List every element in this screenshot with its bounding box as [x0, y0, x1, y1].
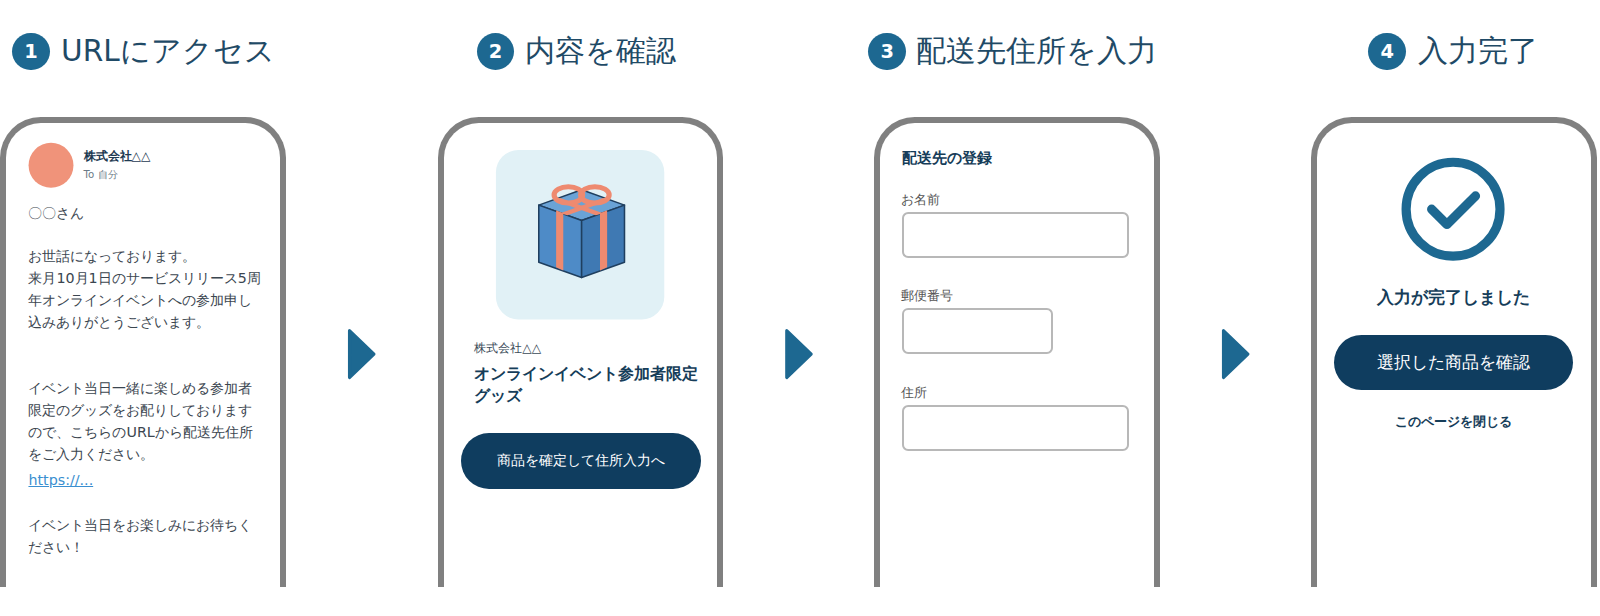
- input-field: 住所: [902, 405, 1130, 451]
- screen-text: イベント当日一緒に楽しめる参加者限定のグッズをお配りしておりますので、こちらのU…: [28, 378, 265, 466]
- arrow-head: [349, 331, 373, 378]
- step-number: 2: [477, 33, 515, 71]
- input-field: お名前: [902, 212, 1130, 258]
- step-number: 4: [1368, 33, 1406, 71]
- avatar-icon: [29, 143, 74, 188]
- gift-illustration: [539, 187, 625, 278]
- step-number: 1: [12, 33, 50, 71]
- step-arrow: [1162, 331, 1309, 378]
- phone-screen: お名前郵便番号住所配送先住所を入力配送先の登録: [874, 117, 1160, 586]
- field-label: 住所: [901, 384, 927, 401]
- screen-text: イベント当日をお楽しみにお待ちください！: [28, 515, 255, 559]
- step-title: 内容を確認: [525, 31, 676, 72]
- screen-text: 配送先の登録: [902, 148, 992, 168]
- step-title: 配送先住所を入力: [916, 31, 1157, 72]
- arrow-head: [1223, 331, 1247, 378]
- screen-text: 〇〇さん: [28, 203, 84, 225]
- field-label: 郵便番号: [901, 287, 953, 304]
- input-field: 郵便番号: [902, 308, 1053, 354]
- step-arrow: [725, 331, 872, 378]
- action-button: 商品を確定して住所入力へ: [461, 433, 701, 489]
- screen-text: To 自分: [84, 168, 118, 182]
- screen-text: https://...: [28, 470, 93, 492]
- step-number-text: 4: [1380, 42, 1393, 61]
- button-label: 選択した商品を確認: [1377, 352, 1530, 373]
- screen-text: お世話になっております。: [28, 246, 265, 268]
- arrow-head: [787, 331, 811, 378]
- step-title: 入力完了: [1418, 31, 1538, 72]
- step-title: URLにアクセス: [61, 31, 275, 72]
- button-label: 商品を確定して住所入力へ: [497, 452, 665, 469]
- phone-screen: 選択した商品を確認入力完了入力が完了しましたこのページを閉じる: [1311, 117, 1597, 586]
- screen-text: 株式会社△△: [84, 148, 151, 164]
- gift-tile: [496, 150, 664, 319]
- step-number-text: 1: [24, 42, 37, 61]
- step-number-text: 3: [880, 42, 893, 61]
- screen-text: 来月10月1日のサービスリリース5周年オンラインイベントへの参加申し込みありがと…: [28, 268, 265, 334]
- phone-screen: URLにアクセス株式会社△△To 自分〇〇さんお世話になっております。来月10月…: [0, 117, 286, 586]
- phone-screen: 商品を確定して住所入力へ内容を確認株式会社△△オンラインイベント参加者限定グッズ: [438, 117, 724, 586]
- screen-text: 入力が完了しました: [1317, 285, 1590, 309]
- screen-text: オンラインイベント参加者限定グッズ: [474, 363, 704, 406]
- screen-text: このページを閉じる: [1317, 413, 1590, 431]
- screen-text: 株式会社△△: [474, 340, 541, 356]
- action-button: 選択した商品を確認: [1334, 335, 1574, 390]
- step-arrow: [288, 331, 436, 378]
- check-icon: [1406, 162, 1500, 256]
- step-number: 3: [868, 33, 906, 71]
- field-label: お名前: [901, 191, 940, 208]
- step-number-text: 2: [489, 42, 502, 61]
